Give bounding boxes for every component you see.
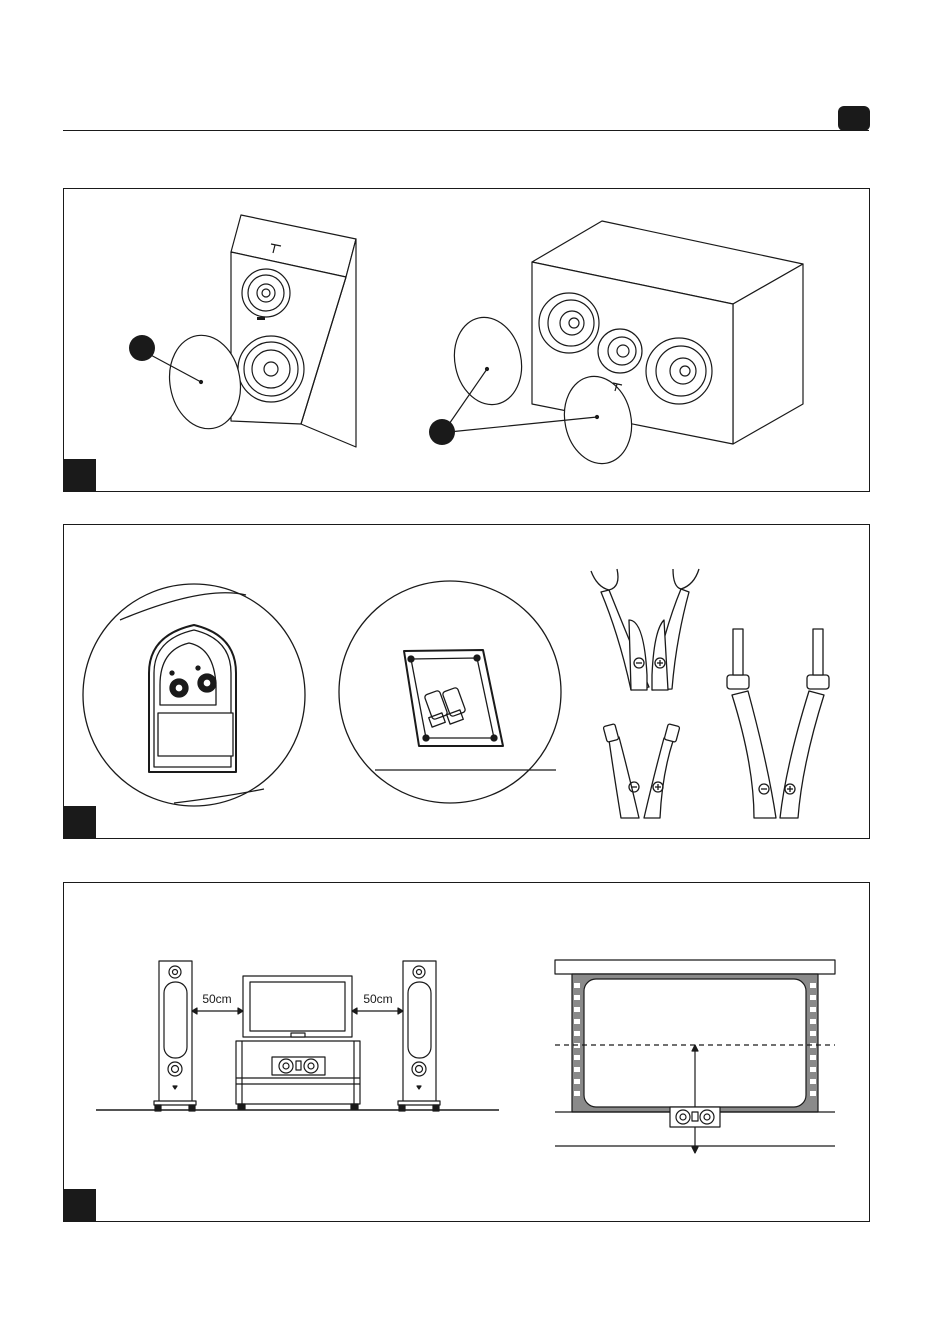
television (243, 976, 352, 1037)
left-spacing-label: 50cm (202, 992, 231, 1006)
figure-3-placement: 50cm 50cm (63, 882, 870, 1222)
callout-dot-1 (129, 335, 155, 361)
figure-1-grille-removal (63, 188, 870, 492)
banana-connectors (727, 629, 829, 818)
center-speaker-under-screen (670, 1107, 720, 1127)
terminals-illustration (64, 525, 869, 838)
plate-terminal-closeup (339, 581, 561, 803)
figure-2-tab (64, 806, 96, 838)
page-number-tab (838, 106, 870, 131)
right-floorstander (398, 961, 440, 1111)
grille-illustration (64, 189, 869, 491)
center-grille-left (447, 311, 530, 411)
bookshelf-speaker-drawing (231, 215, 356, 447)
figure-3-tab (64, 1189, 96, 1221)
figure-2-connections (63, 524, 870, 839)
rear-terminal-closeup (83, 584, 305, 806)
header-rule (63, 130, 869, 131)
bare-wire-connectors (603, 724, 680, 818)
tv-stand (236, 1041, 360, 1109)
placement-illustration: 50cm 50cm (64, 883, 869, 1221)
right-spacing-label: 50cm (363, 992, 392, 1006)
spade-connectors (591, 569, 699, 690)
figure-1-tab (64, 459, 96, 491)
left-floorstander (154, 961, 196, 1111)
